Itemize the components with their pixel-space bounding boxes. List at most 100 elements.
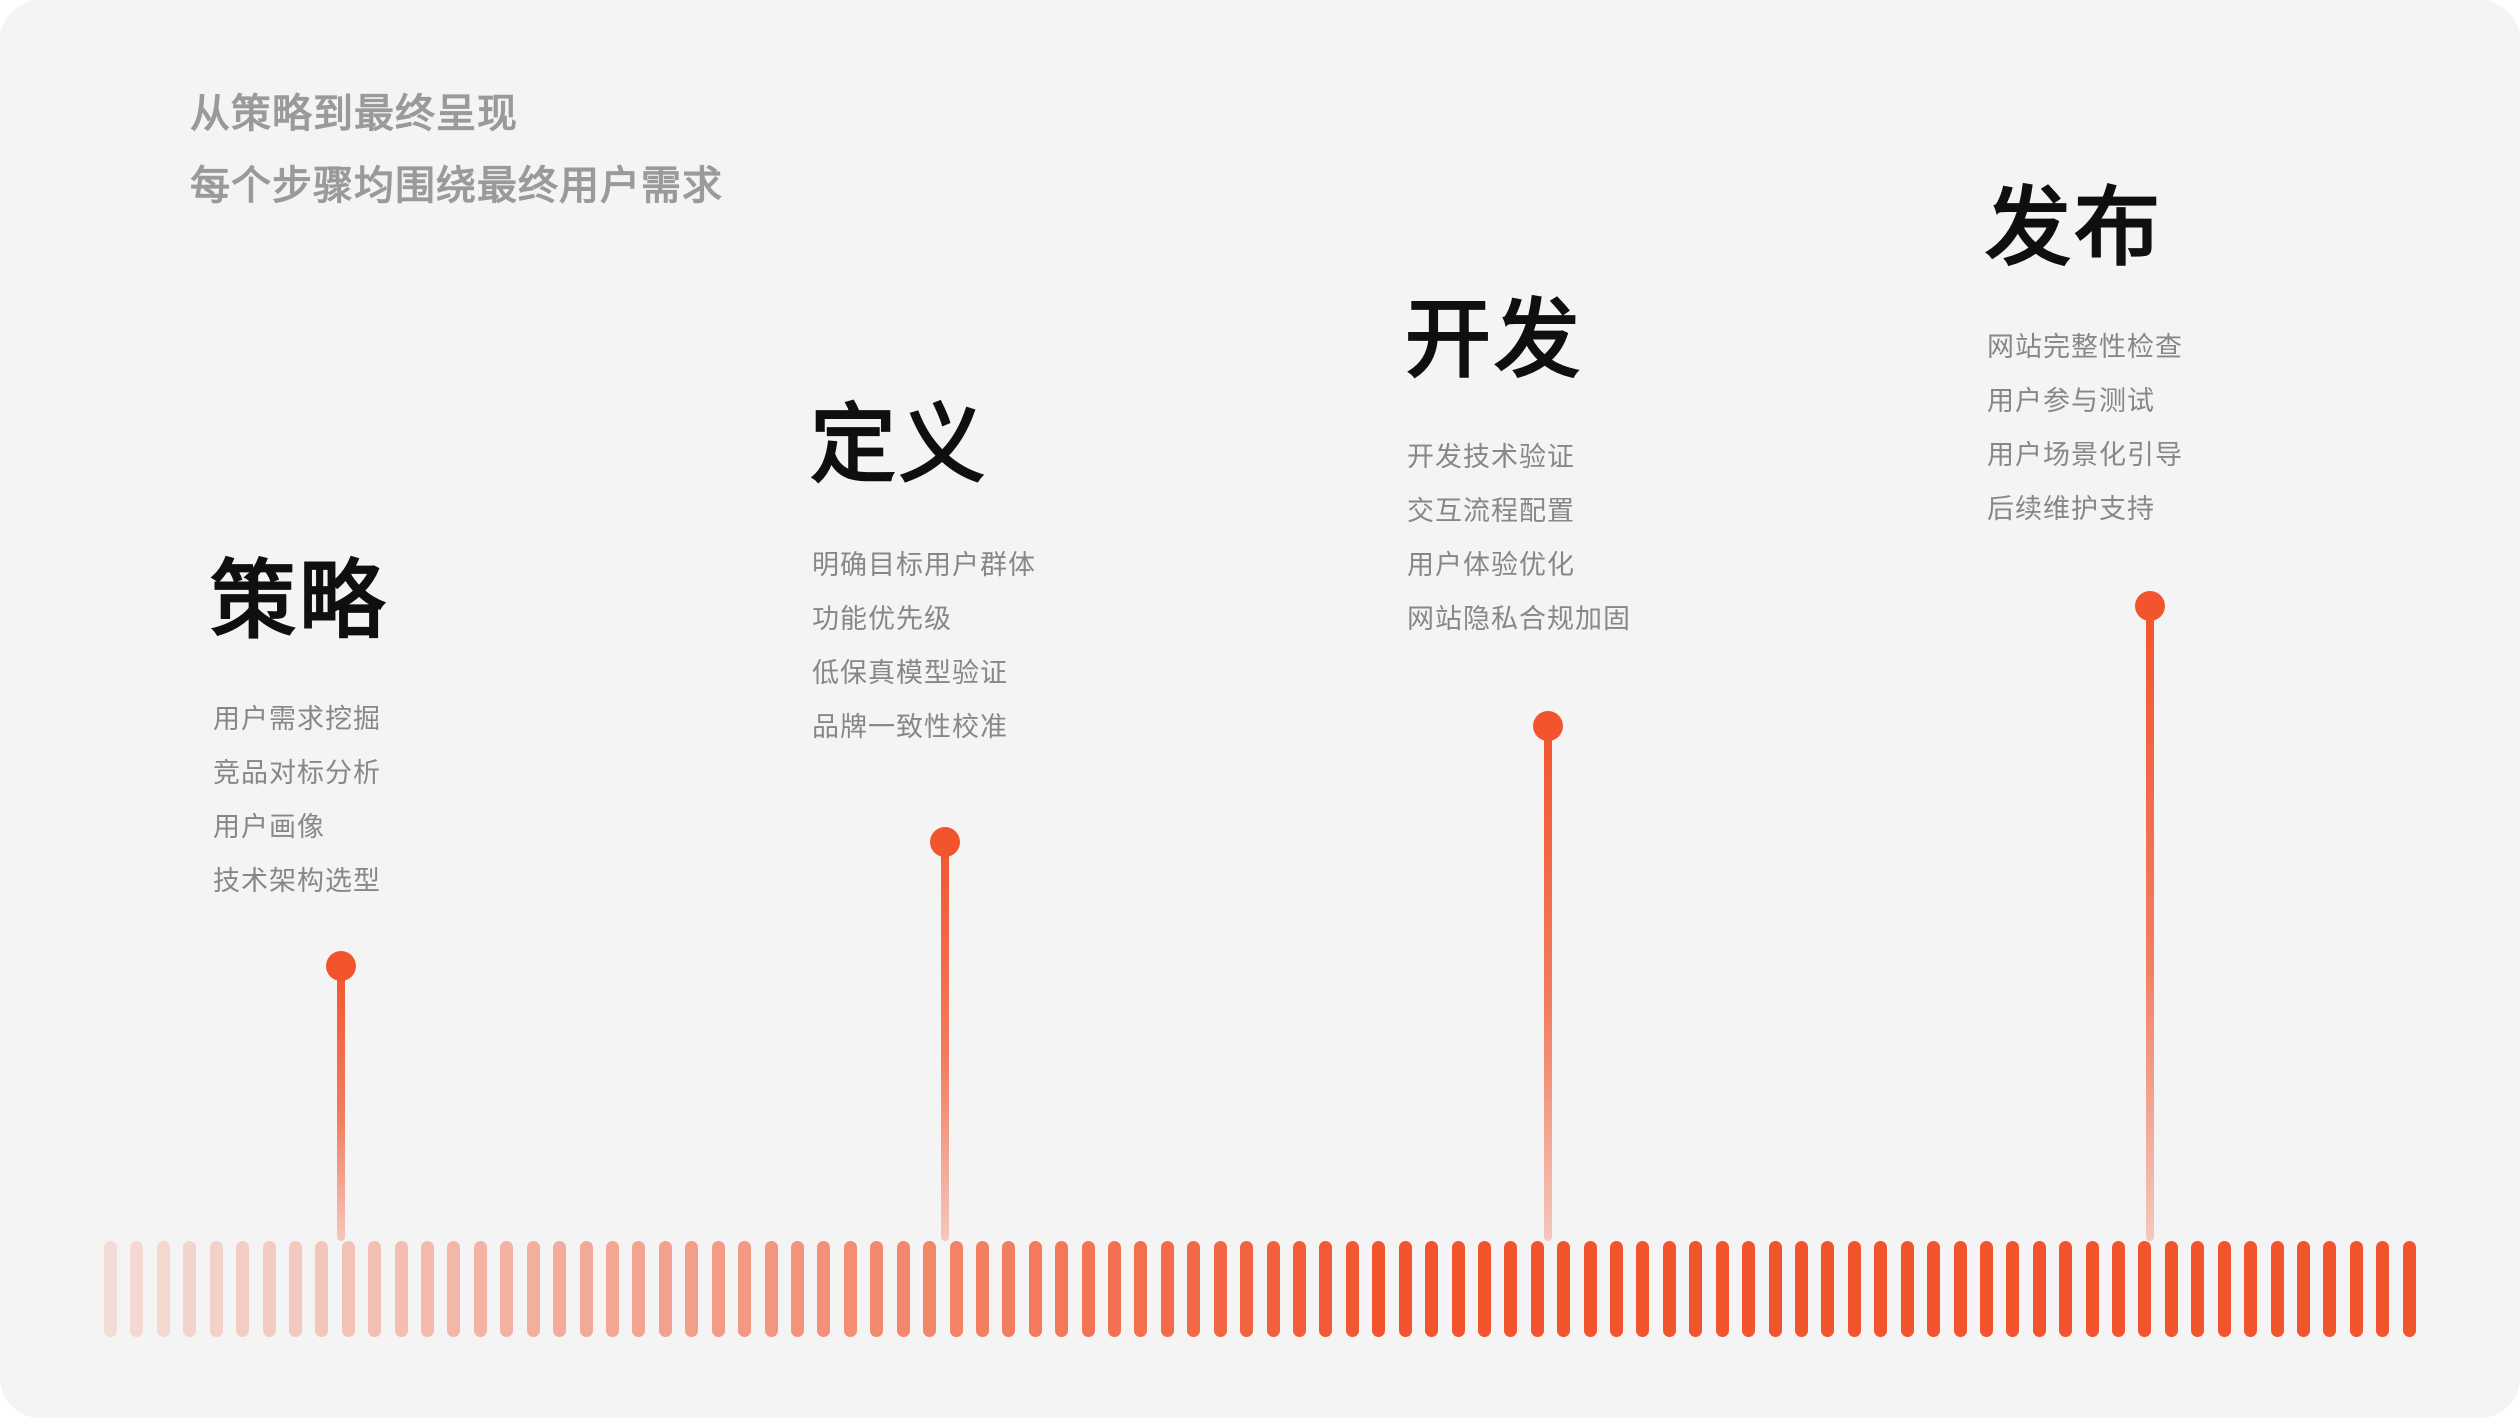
stage-list-define: 明确目标用户群体 功能优先级 低保真模型验证 品牌一致性校准 — [812, 538, 1036, 754]
pin-dot-icon — [1533, 711, 1563, 741]
timeline-bar — [658, 1241, 672, 1337]
timeline-bar — [1477, 1241, 1491, 1337]
timeline-bar — [896, 1241, 910, 1337]
stage-item: 品牌一致性校准 — [812, 712, 1008, 742]
timeline-bar — [1821, 1241, 1835, 1337]
timeline-bar — [1979, 1241, 1993, 1337]
timeline-bar — [1055, 1241, 1069, 1337]
stage-item: 技术架构选型 — [213, 866, 381, 896]
timeline-bar — [1187, 1241, 1201, 1337]
timeline-bars — [104, 1241, 2416, 1337]
stage-list-launch: 网站完整性检查 用户参与测试 用户场景化引导 后续维护支持 — [1987, 320, 2183, 536]
stage-title-develop: 开发 — [1405, 292, 1583, 388]
stage-title-launch: 发布 — [1985, 180, 2163, 276]
timeline-bar — [1160, 1241, 1174, 1337]
stage-item: 低保真模型验证 — [812, 658, 1008, 688]
timeline-bar — [473, 1241, 487, 1337]
timeline-bar — [1662, 1241, 1676, 1337]
pin-line — [2146, 606, 2154, 1241]
timeline-bar — [2032, 1241, 2046, 1337]
timeline-bar — [2085, 1241, 2099, 1337]
timeline-bar — [1874, 1241, 1888, 1337]
stage-item: 后续维护支持 — [1987, 494, 2155, 524]
timeline-bar — [1345, 1241, 1359, 1337]
stage-item: 功能优先级 — [812, 604, 952, 634]
timeline-bar — [1689, 1241, 1703, 1337]
timeline-bar — [500, 1241, 514, 1337]
subtitle-line-2: 每个步骤均围绕最终用户需求 — [190, 164, 723, 208]
timeline-bar — [632, 1241, 646, 1337]
timeline-bar — [923, 1241, 937, 1337]
timeline-bar — [790, 1241, 804, 1337]
timeline-bar — [1213, 1241, 1227, 1337]
timeline-bar — [315, 1241, 329, 1337]
timeline-bar — [2376, 1241, 2390, 1337]
timeline-bar — [764, 1241, 778, 1337]
timeline-bar — [1715, 1241, 1729, 1337]
timeline-bar — [368, 1241, 382, 1337]
timeline-bar — [2191, 1241, 2205, 1337]
stage-item: 交互流程配置 — [1407, 496, 1575, 526]
timeline-bar — [209, 1241, 223, 1337]
stage-item: 用户需求挖掘 — [213, 704, 381, 734]
timeline-bar — [2006, 1241, 2020, 1337]
timeline-bar — [526, 1241, 540, 1337]
timeline-bar — [1134, 1241, 1148, 1337]
timeline-bar — [1108, 1241, 1122, 1337]
timeline-bar — [1504, 1241, 1518, 1337]
timeline-bar — [1557, 1241, 1571, 1337]
timeline-bar — [711, 1241, 725, 1337]
timeline-bar — [843, 1241, 857, 1337]
timeline-bar — [447, 1241, 461, 1337]
timeline-bar — [1742, 1241, 1756, 1337]
timeline-bar — [394, 1241, 408, 1337]
timeline-bar — [1372, 1241, 1386, 1337]
pin-dot-icon — [2135, 591, 2165, 621]
timeline-bar — [2164, 1241, 2178, 1337]
timeline-bar — [949, 1241, 963, 1337]
pin-line — [337, 966, 345, 1241]
timeline-bar — [1927, 1241, 1941, 1337]
timeline-bar — [870, 1241, 884, 1337]
timeline-bar — [738, 1241, 752, 1337]
timeline-bar — [1451, 1241, 1465, 1337]
timeline-bar — [156, 1241, 170, 1337]
timeline-bar — [1240, 1241, 1254, 1337]
timeline-bar — [2217, 1241, 2231, 1337]
stage-item: 竞品对标分析 — [213, 758, 381, 788]
stage-item: 网站隐私合规加固 — [1407, 604, 1631, 634]
timeline-bar — [2270, 1241, 2284, 1337]
stage-item: 明确目标用户群体 — [812, 550, 1036, 580]
timeline-bar — [817, 1241, 831, 1337]
pin-line — [941, 842, 949, 1241]
timeline-bar — [2297, 1241, 2311, 1337]
stage-title-strategy: 策略 — [210, 553, 388, 649]
timeline-bar — [2059, 1241, 2073, 1337]
timeline-bar — [341, 1241, 355, 1337]
timeline-bar — [975, 1241, 989, 1337]
stage-item: 开发技术验证 — [1407, 442, 1575, 472]
timeline-bar — [2402, 1241, 2416, 1337]
timeline-bar — [1768, 1241, 1782, 1337]
timeline-bar — [1081, 1241, 1095, 1337]
stage-item: 网站完整性检查 — [1987, 332, 2183, 362]
timeline-bar — [1002, 1241, 1016, 1337]
stage-item: 用户参与测试 — [1987, 386, 2155, 416]
stage-item: 用户场景化引导 — [1987, 440, 2183, 470]
timeline-bar — [2138, 1241, 2152, 1337]
timeline-bar — [288, 1241, 302, 1337]
timeline-bar — [104, 1241, 117, 1337]
timeline-bar — [1610, 1241, 1624, 1337]
timeline-bar — [421, 1241, 435, 1337]
timeline-bar — [2323, 1241, 2337, 1337]
subtitle-line-1: 从策略到最终呈现 — [190, 92, 518, 136]
stage-item: 用户体验优化 — [1407, 550, 1575, 580]
stage-item: 用户画像 — [213, 812, 325, 842]
timeline-bar — [1319, 1241, 1333, 1337]
timeline-bar — [1900, 1241, 1914, 1337]
timeline-bar — [1292, 1241, 1306, 1337]
pin-dot-icon — [930, 827, 960, 857]
timeline-bar — [183, 1241, 197, 1337]
timeline-bar — [130, 1241, 144, 1337]
